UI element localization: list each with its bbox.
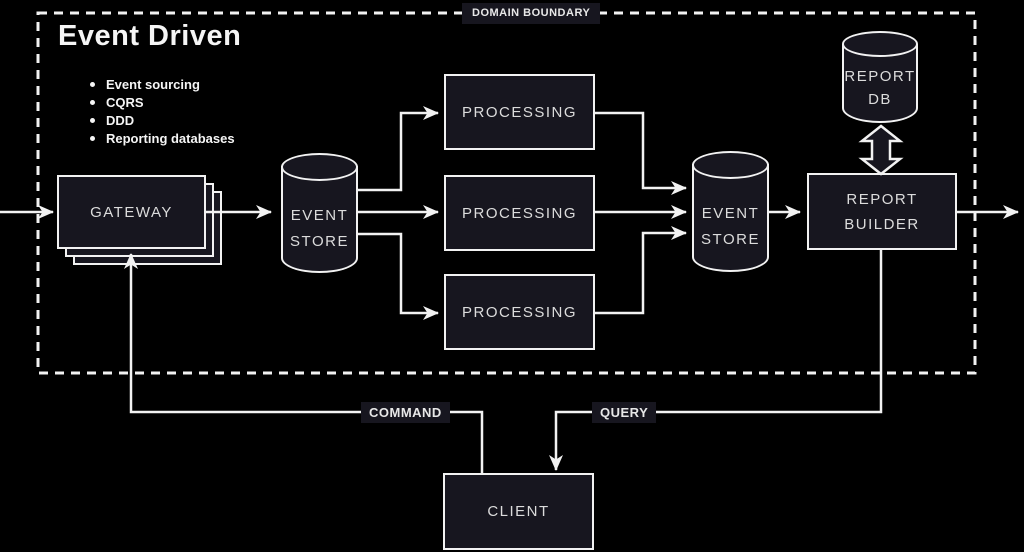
feature-item: Reporting databases: [88, 130, 235, 148]
feature-item: DDD: [88, 112, 235, 130]
client-box: CLIENT: [443, 473, 594, 550]
client-label: CLIENT: [487, 503, 550, 520]
query-edge-label: QUERY: [592, 402, 657, 423]
feature-item: Event sourcing: [88, 76, 235, 94]
command-edge-label: COMMAND: [361, 402, 450, 423]
page-title: Event Driven: [58, 20, 242, 52]
feature-item: CQRS: [88, 94, 235, 112]
domain-boundary-label: DOMAIN BOUNDARY: [462, 3, 601, 24]
feature-list: Event sourcing CQRS DDD Reporting databa…: [88, 76, 235, 148]
